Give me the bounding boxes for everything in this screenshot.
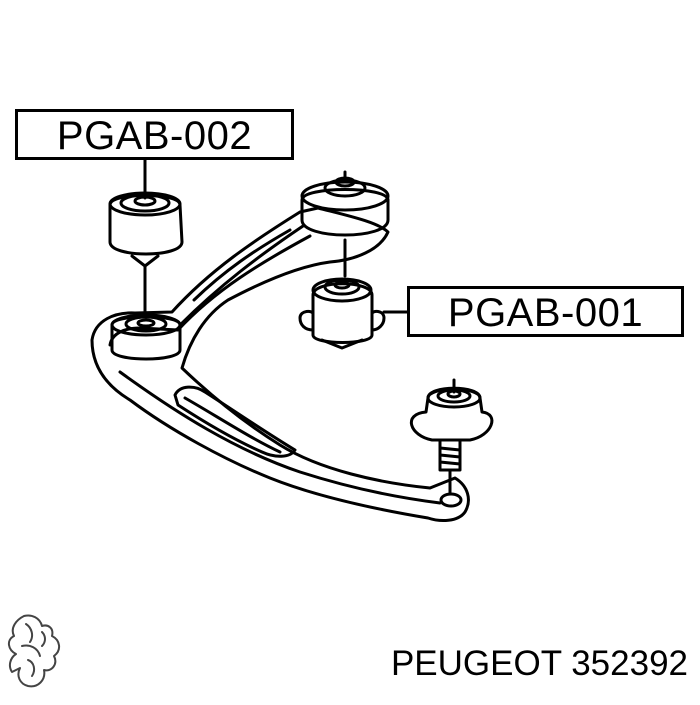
peugeot-lion-icon — [8, 614, 60, 688]
part-number: 352392 — [571, 644, 688, 683]
part-caption: PEUGEOT 352392 — [391, 644, 688, 684]
bushing-001-detached — [298, 277, 386, 350]
control-arm-lower-ridge — [118, 370, 442, 505]
ball-joint-seat — [439, 492, 463, 508]
window-inner-line — [183, 396, 282, 454]
callout-pgab-002: PGAB-002 — [15, 109, 294, 160]
control-arm-ridge — [108, 234, 312, 347]
bushing-002-installed — [110, 313, 182, 361]
pivot-bushing-top — [300, 170, 390, 237]
bushing-002-detached — [108, 191, 184, 268]
callout-pgab-001: PGAB-001 — [407, 286, 684, 337]
brand-name: PEUGEOT — [390, 644, 562, 683]
control-arm-window — [173, 385, 297, 458]
upper-spine-2 — [192, 228, 292, 302]
upper-spine — [178, 224, 305, 327]
ball-joint — [409, 378, 494, 472]
